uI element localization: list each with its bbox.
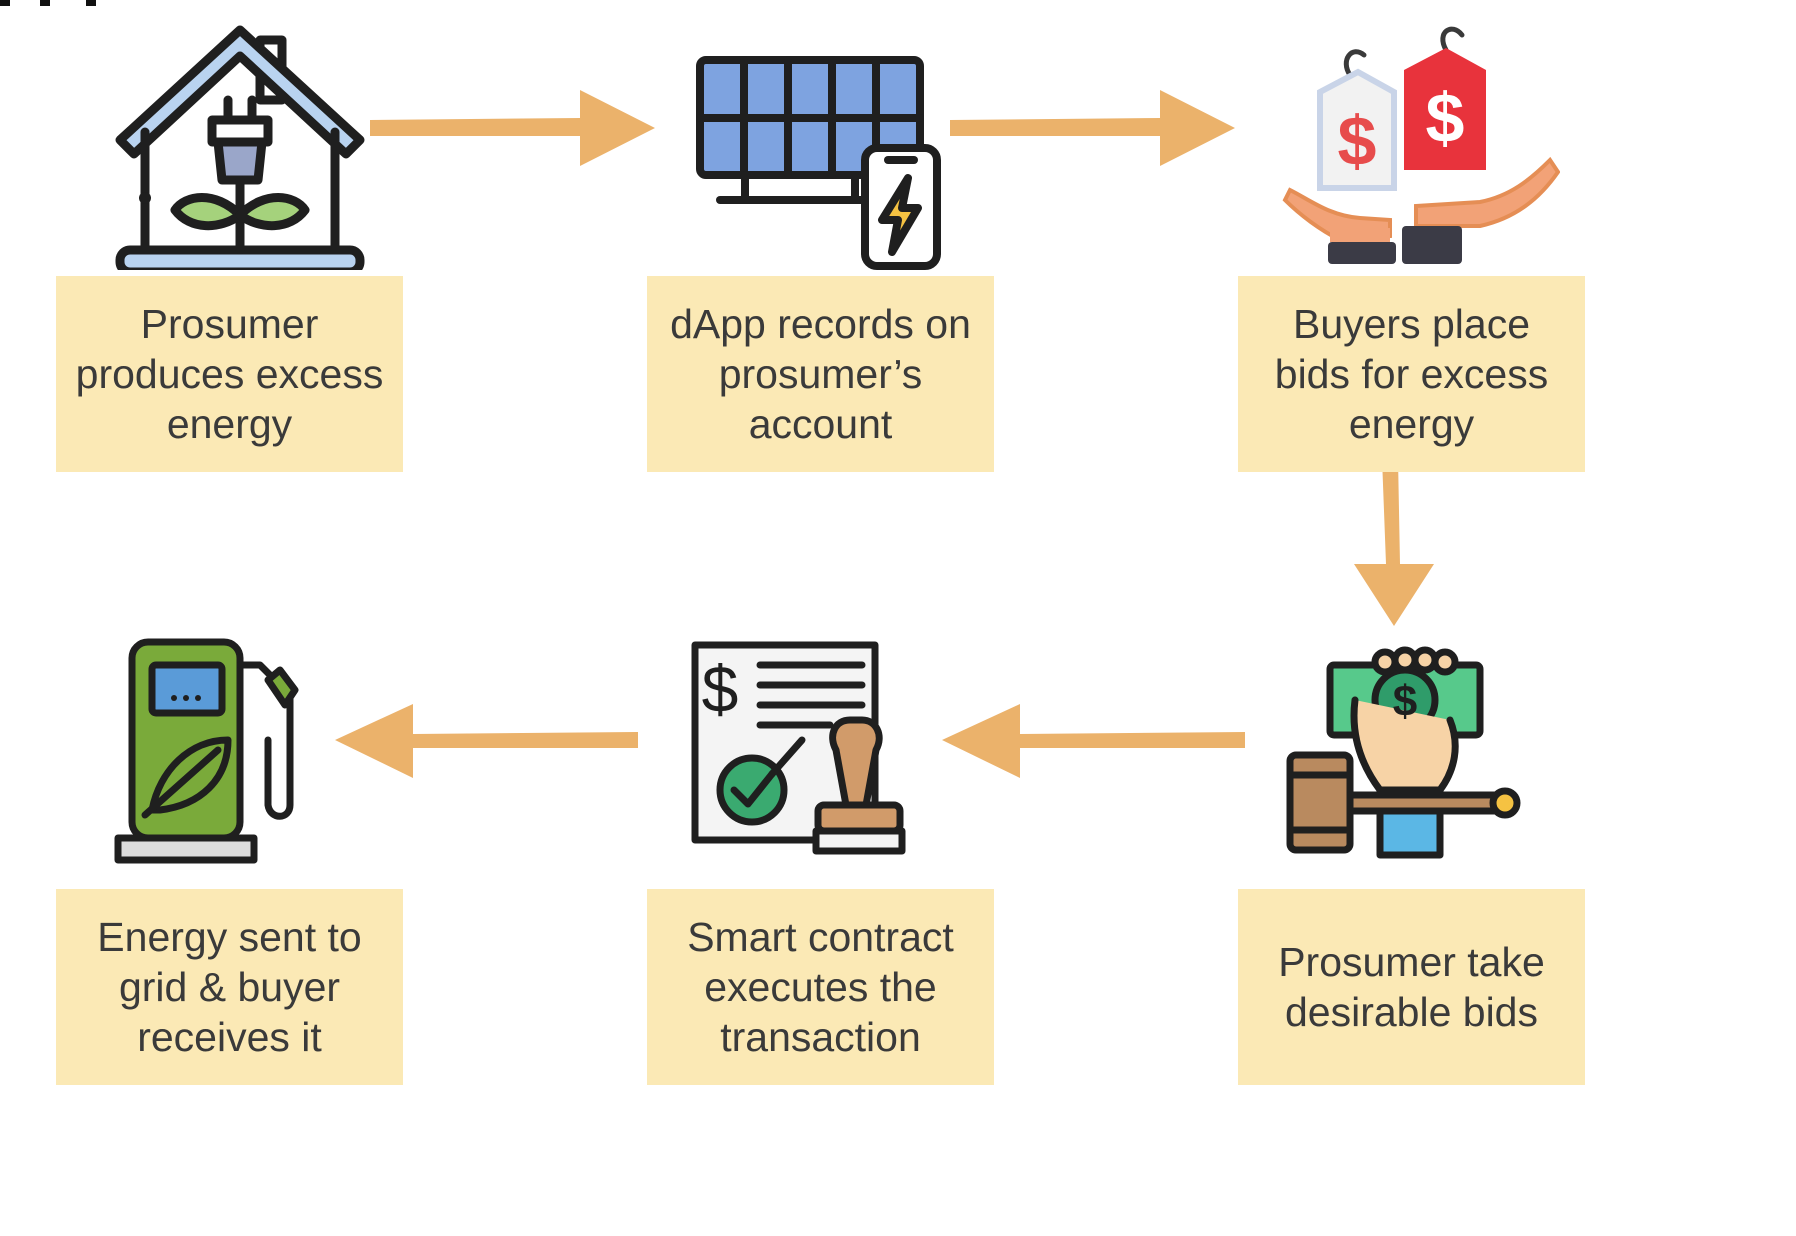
step-box-record: dApp records on prosumer’s account (647, 276, 994, 472)
step-box-smart-contract: Smart contract executes the transaction (647, 889, 994, 1085)
svg-text:$: $ (1393, 677, 1417, 726)
step-box-bids: Buyers place bids for excess energy (1238, 276, 1585, 472)
step-label: Smart contract executes the transaction (687, 914, 954, 1060)
solar-panel-phone-icon (696, 56, 941, 270)
arrow-step5-to-step6 (335, 704, 638, 778)
step-label: Prosumer take desirable bids (1278, 939, 1545, 1035)
step-box-energy-sent: Energy sent to grid & buyer receives it (56, 889, 403, 1085)
svg-text:$: $ (1426, 79, 1465, 157)
arrow-step3-to-step4 (1354, 458, 1434, 626)
arrow-step4-to-step5 (942, 704, 1245, 778)
arrow-step1-to-step2 (370, 90, 655, 166)
house-plug-plant-icon (115, 25, 365, 270)
step-box-take-bids: Prosumer take desirable bids (1238, 889, 1585, 1085)
price-tags-hands-icon: $ $ (1282, 26, 1560, 264)
step-label: dApp records on prosumer’s account (670, 301, 971, 447)
green-energy-pump-icon (114, 638, 299, 864)
step-label: Energy sent to grid & buyer receives it (97, 914, 362, 1060)
contract-stamp-icon: $ (691, 641, 906, 855)
svg-text:$: $ (1338, 102, 1377, 180)
cropped-heading-mark (0, 0, 96, 6)
svg-text:$: $ (702, 652, 739, 726)
step-label: Prosumer produces excess energy (75, 301, 384, 447)
step-box-produce: Prosumer produces excess energy (56, 276, 403, 472)
step-label: Buyers place bids for excess energy (1274, 301, 1549, 447)
arrow-step2-to-step3 (950, 90, 1235, 166)
gavel-money-hand-icon: $ (1286, 646, 1521, 859)
